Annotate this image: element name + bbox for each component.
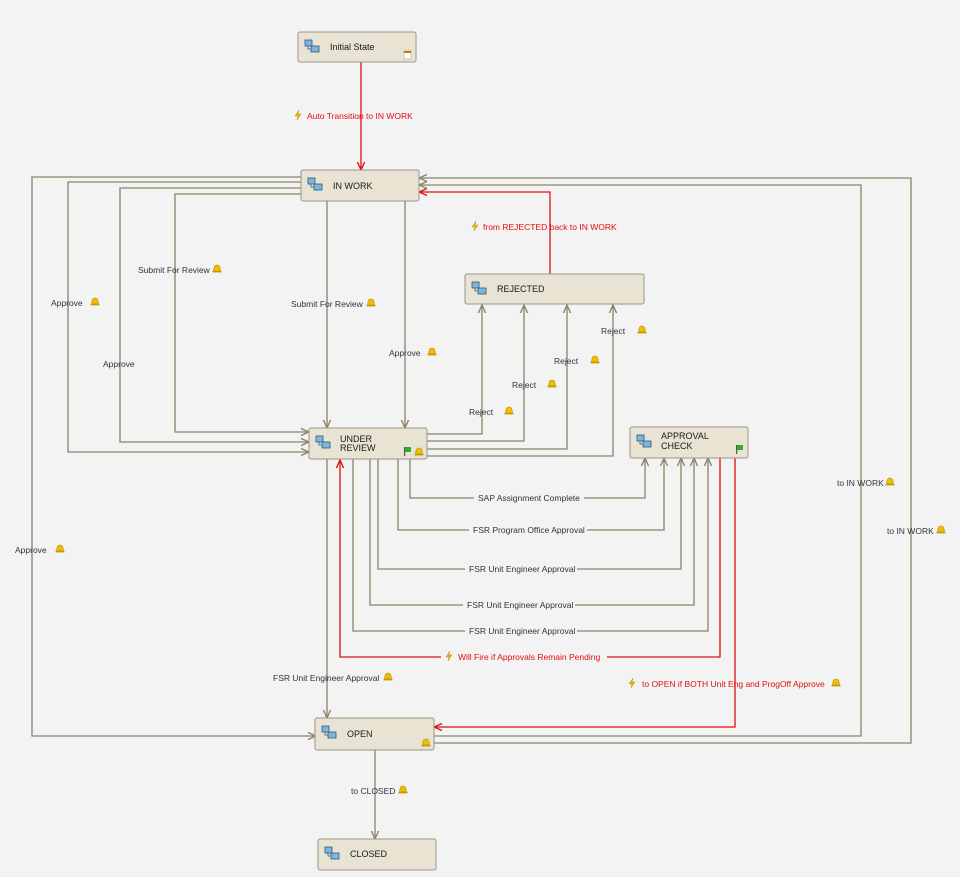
- svg-text:to OPEN if BOTH Unit Eng and P: to OPEN if BOTH Unit Eng and ProgOff App…: [642, 679, 825, 689]
- bell-icon: [885, 477, 895, 486]
- edge-approve-3[interactable]: [67, 181, 309, 452]
- flag-icon: [404, 447, 411, 456]
- edge-submit-1[interactable]: [174, 193, 309, 432]
- edge-to-in-work-2[interactable]: [419, 178, 912, 744]
- edge-label-approve-1: Approve: [389, 347, 437, 358]
- node-in-work[interactable]: IN WORK: [300, 169, 420, 202]
- edge-label-reject-1: Reject: [469, 406, 514, 417]
- edge-reject-3[interactable]: [427, 305, 567, 450]
- edge-approve-2[interactable]: [119, 187, 309, 442]
- note-icon: [403, 50, 412, 60]
- edge-reject-4[interactable]: [427, 305, 613, 457]
- node-initial-state[interactable]: Initial State: [297, 31, 417, 63]
- edge-label-fsr-unit-1: FSR Unit Engineer Approval: [465, 563, 577, 575]
- svg-text:to CLOSED: to CLOSED: [351, 786, 395, 796]
- node-open[interactable]: OPEN: [314, 717, 435, 751]
- bell-icon: [590, 355, 600, 364]
- edge-label-reject-3: Reject: [554, 355, 600, 366]
- bell-icon: [90, 297, 100, 306]
- node-closed[interactable]: CLOSED: [317, 838, 437, 871]
- svg-text:APPROVAL: APPROVAL: [661, 431, 709, 441]
- bell-icon: [504, 406, 514, 415]
- edge-reject-1[interactable]: [427, 305, 482, 435]
- edge-approve-4[interactable]: [31, 176, 316, 736]
- svg-text:IN WORK: IN WORK: [333, 181, 373, 191]
- bell-icon: [212, 264, 222, 273]
- svg-text:Approve: Approve: [15, 545, 47, 555]
- edge-label-submit-2: Submit For Review: [291, 298, 376, 309]
- svg-text:to IN WORK: to IN WORK: [837, 478, 884, 488]
- svg-text:FSR Unit Engineer Approval: FSR Unit Engineer Approval: [469, 564, 575, 574]
- svg-text:SAP Assignment Complete: SAP Assignment Complete: [478, 493, 580, 503]
- bell-icon: [637, 325, 647, 334]
- bell-icon: [366, 298, 376, 307]
- bell-icon: [936, 525, 946, 534]
- node-rejected[interactable]: REJECTED: [464, 273, 645, 305]
- node-approval-check[interactable]: APPROVAL CHECK: [629, 426, 749, 459]
- svg-text:to IN WORK: to IN WORK: [887, 526, 934, 536]
- edge-label-reject-4: Reject: [601, 325, 647, 336]
- svg-text:Submit For Review: Submit For Review: [138, 265, 211, 275]
- svg-text:OPEN: OPEN: [347, 729, 373, 739]
- svg-text:Reject: Reject: [554, 356, 579, 366]
- edge-label-pending: Will Fire if Approvals Remain Pending: [441, 650, 607, 663]
- edge-label-submit-1: Submit For Review: [138, 264, 222, 275]
- svg-text:Auto Transition to IN WORK: Auto Transition to IN WORK: [307, 111, 413, 121]
- svg-text:Reject: Reject: [469, 407, 494, 417]
- svg-text:FSR Unit Engineer Approval: FSR Unit Engineer Approval: [467, 600, 573, 610]
- bell-icon: [427, 347, 437, 356]
- svg-text:Approve: Approve: [103, 359, 135, 369]
- edge-fsr-unit-1[interactable]: [377, 458, 681, 570]
- bell-icon: [55, 544, 65, 553]
- edge-label-approve-3: Approve: [51, 297, 100, 308]
- svg-text:Reject: Reject: [601, 326, 626, 336]
- edge-label-to-open: to OPEN if BOTH Unit Eng and ProgOff App…: [628, 677, 841, 689]
- edge-label-fsr-unit-4: FSR Unit Engineer Approval: [273, 672, 393, 683]
- edge-label-to-in-work-1: to IN WORK: [837, 477, 895, 488]
- svg-text:UNDER: UNDER: [340, 434, 373, 444]
- svg-text:CLOSED: CLOSED: [350, 849, 388, 859]
- svg-text:Approve: Approve: [51, 298, 83, 308]
- flag-icon: [736, 445, 743, 454]
- edge-label-approve-2: Approve: [103, 359, 135, 369]
- bell-icon: [383, 672, 393, 681]
- svg-text:REJECTED: REJECTED: [497, 284, 545, 294]
- edge-label-from-rejected: from REJECTED back to IN WORK: [471, 220, 617, 232]
- edge-label-reject-2: Reject: [512, 379, 557, 390]
- node-under-review[interactable]: UNDER REVIEW: [308, 427, 428, 460]
- edge-to-in-work-1[interactable]: [419, 185, 862, 737]
- svg-text:REVIEW: REVIEW: [340, 443, 376, 453]
- edge-label-approve-4: Approve: [15, 544, 65, 555]
- edge-label-to-closed: to CLOSED: [351, 785, 408, 796]
- svg-text:Reject: Reject: [512, 380, 537, 390]
- bell-icon: [547, 379, 557, 388]
- edge-label-fsr-unit-3: FSR Unit Engineer Approval: [465, 625, 577, 637]
- svg-text:CHECK: CHECK: [661, 441, 693, 451]
- edge-from-rejected[interactable]: [419, 192, 551, 274]
- edge-label-sap: SAP Assignment Complete: [474, 492, 584, 504]
- svg-text:from REJECTED back to IN WORK: from REJECTED back to IN WORK: [483, 222, 617, 232]
- bell-icon: [398, 785, 408, 794]
- edge-label-auto-transition: Auto Transition to IN WORK: [294, 109, 413, 121]
- svg-text:FSR Unit Engineer Approval: FSR Unit Engineer Approval: [469, 626, 575, 636]
- edge-label-fsr-unit-2: FSR Unit Engineer Approval: [463, 599, 575, 611]
- edge-reject-2[interactable]: [427, 305, 524, 442]
- svg-text:Will Fire if Approvals Remain: Will Fire if Approvals Remain Pending: [458, 652, 600, 662]
- edge-label-fsr-prog: FSR Program Office Approval: [469, 524, 587, 536]
- svg-text:FSR Program Office Approval: FSR Program Office Approval: [473, 525, 585, 535]
- svg-text:Initial State: Initial State: [330, 42, 375, 52]
- edge-to-open[interactable]: [434, 458, 736, 727]
- edge-label-to-in-work-2: to IN WORK: [887, 525, 946, 536]
- svg-text:Submit For Review: Submit For Review: [291, 299, 364, 309]
- svg-text:FSR Unit Engineer Approval: FSR Unit Engineer Approval: [273, 673, 379, 683]
- bell-icon: [831, 678, 841, 687]
- svg-text:Approve: Approve: [389, 348, 421, 358]
